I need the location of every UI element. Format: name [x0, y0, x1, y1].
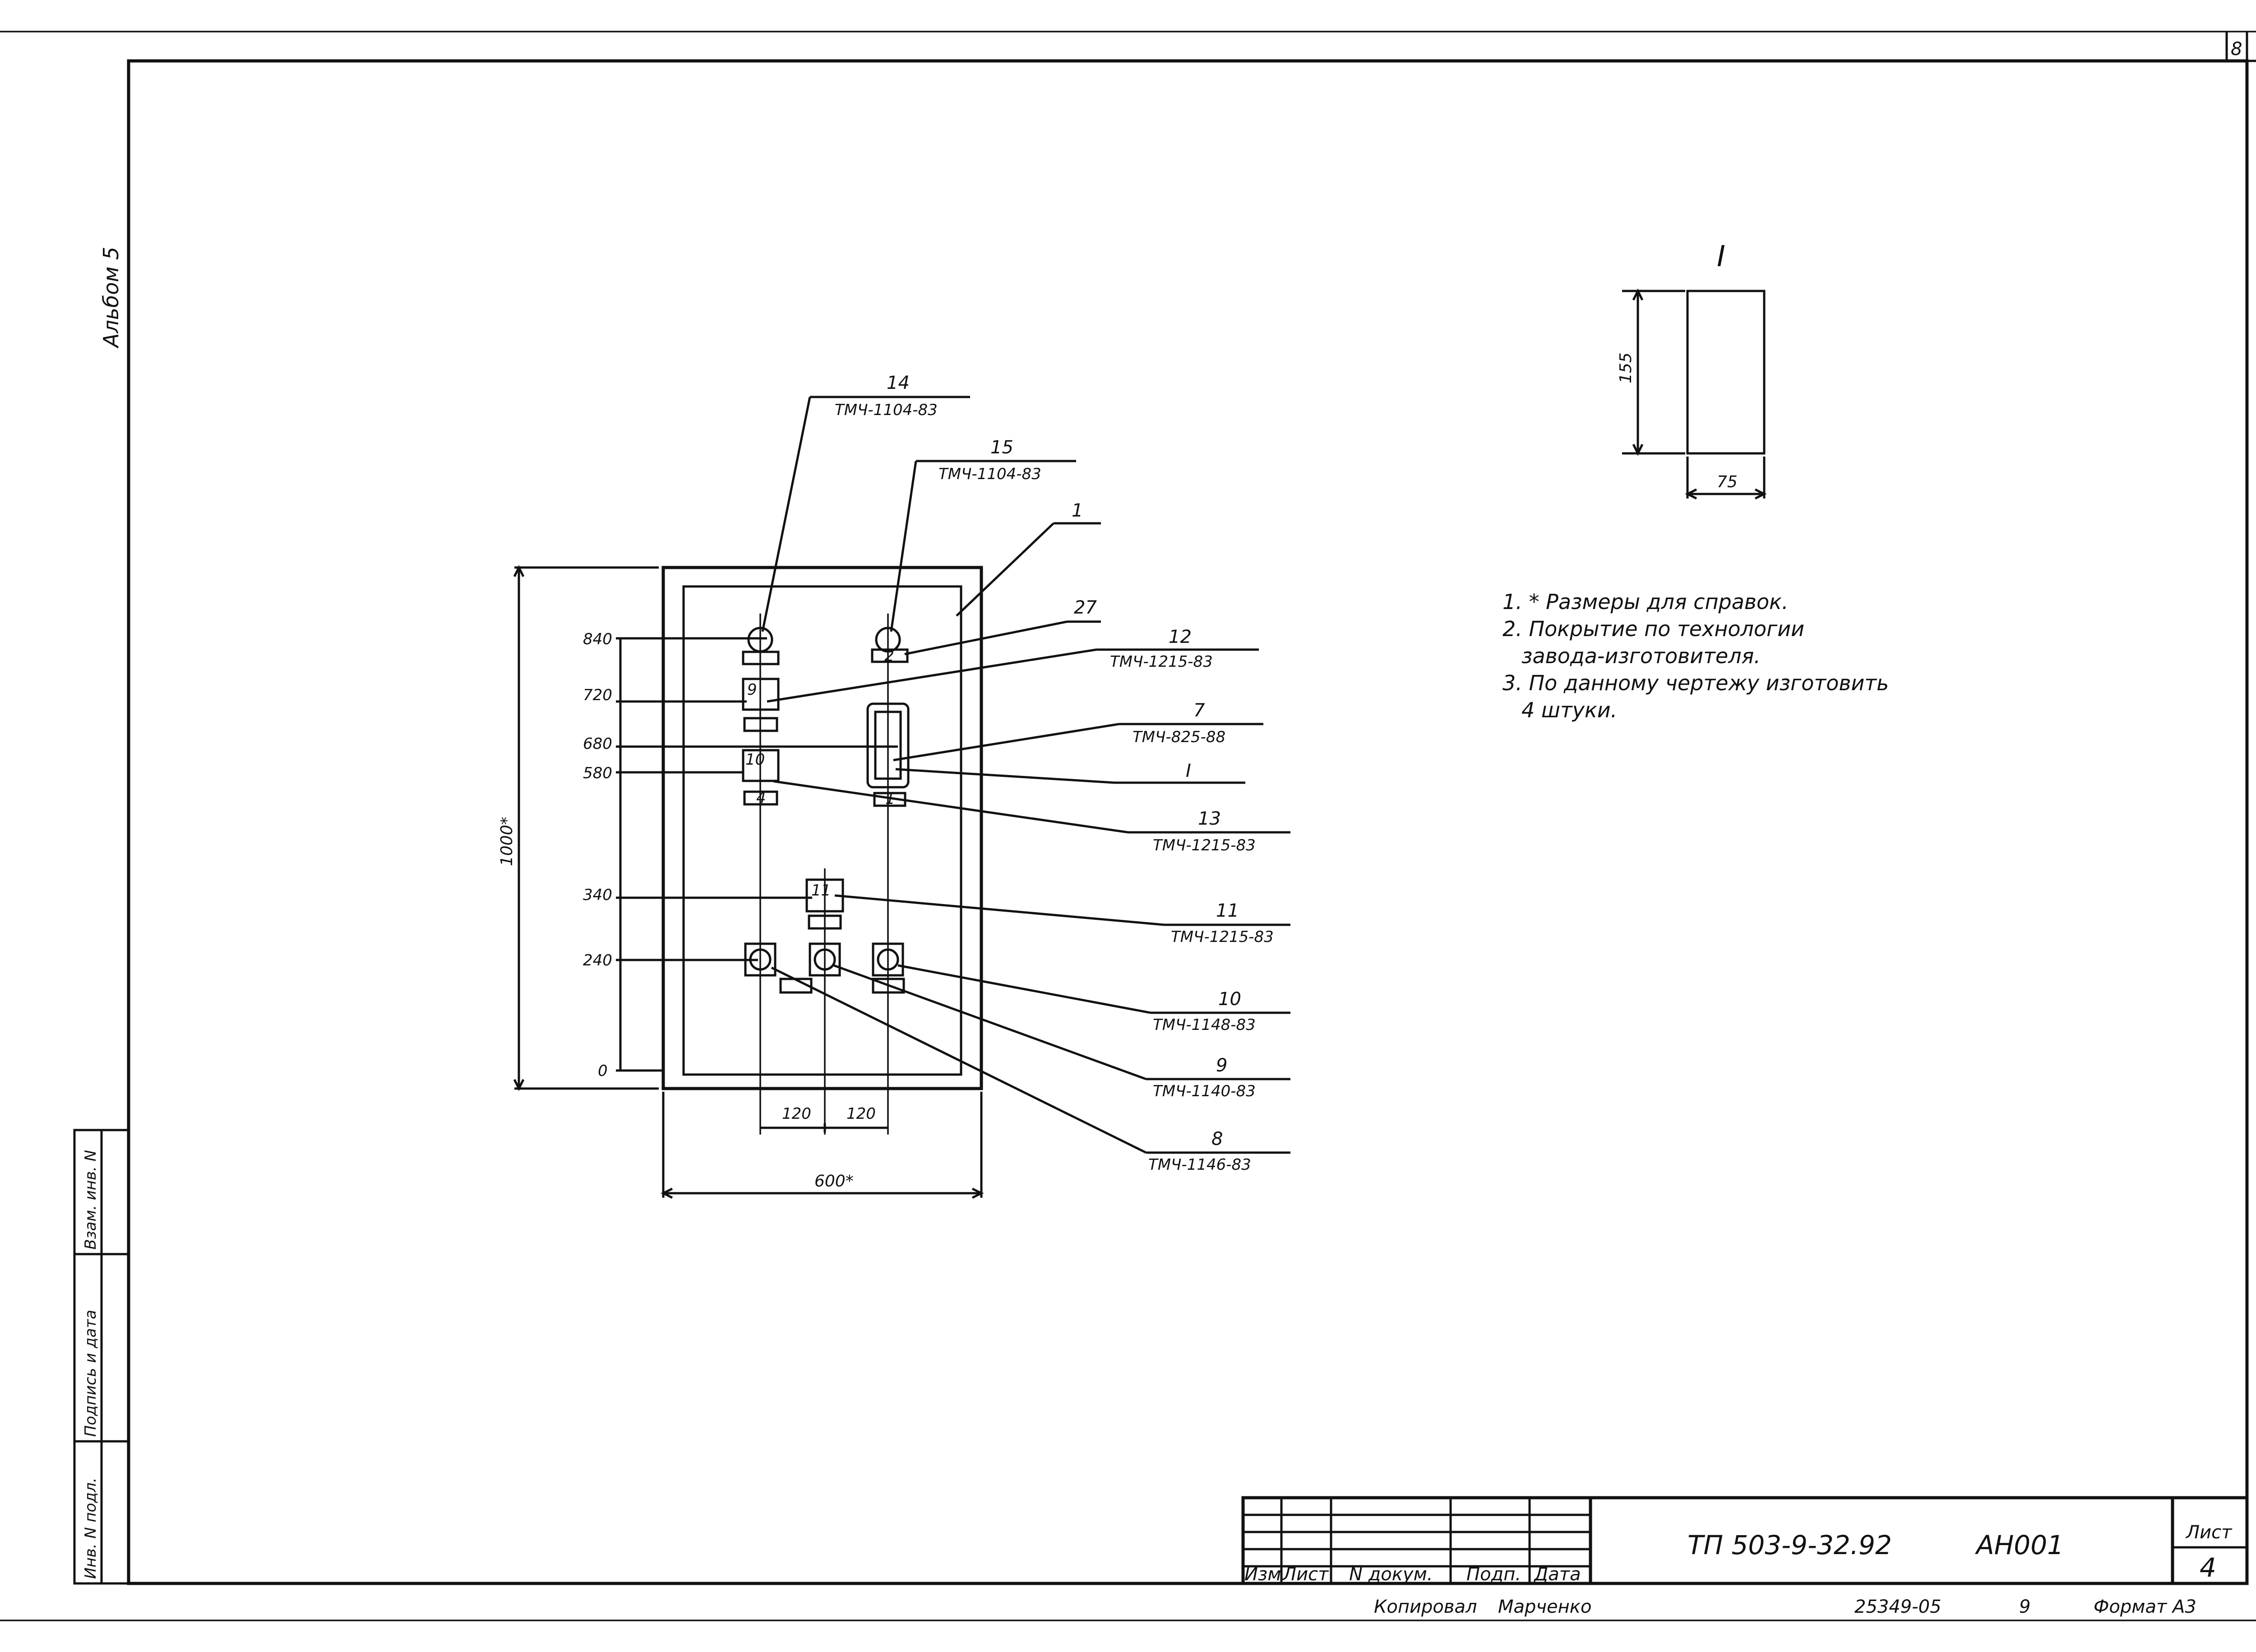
- sheet-number: 4: [2200, 1552, 2216, 1583]
- callout-14-pos: 14: [887, 373, 910, 393]
- note-line-5: 4 штуки.: [1521, 698, 1617, 722]
- side-stamp-replace-inv: Взам. инв. N: [82, 1150, 100, 1250]
- level-label-0: 0: [598, 1062, 608, 1080]
- callout-15-code: ТМЧ-1104-83: [938, 465, 1041, 483]
- tb-header-sheet: Лист: [1282, 1564, 1329, 1585]
- tb-header-doc-number: N докум.: [1349, 1564, 1433, 1585]
- column-spacing-dimension: [760, 1123, 888, 1132]
- sheet-frame: [0, 31, 2256, 1621]
- button-10: [744, 942, 777, 977]
- footer-order-extra: 9: [2019, 1597, 2030, 1617]
- footer-order-number: 25349-05: [1854, 1597, 1942, 1617]
- document-suffix: АН001: [1974, 1530, 2064, 1560]
- detail-height-label: 155: [1617, 352, 1635, 383]
- label-box-4: 4: [756, 789, 766, 807]
- title-block-grid: [1241, 1496, 2249, 1585]
- label-box-11: 11: [811, 881, 831, 900]
- callout-10-pos: 10: [1218, 989, 1241, 1010]
- tb-header-change: Изм: [1244, 1564, 1281, 1585]
- callout-9-pos: 9: [1216, 1055, 1227, 1076]
- level-dimension-chain: [616, 637, 898, 1072]
- footer-copied-by: Копировал: [1374, 1597, 1477, 1617]
- column-center-lines: [759, 614, 889, 1135]
- level-label-840: 840: [583, 630, 612, 648]
- device-7: [866, 702, 910, 807]
- callout-8-code: ТМЧ-1146-83: [1148, 1156, 1251, 1174]
- callout-15-pos: 15: [990, 437, 1013, 458]
- note-line-2: 2. Покрытие по технологии: [1502, 617, 1804, 641]
- switch-12: [742, 678, 780, 732]
- level-label-340: 340: [583, 886, 612, 904]
- album-label: Альбом 5: [99, 247, 123, 349]
- callout-1-pos: 1: [1072, 500, 1083, 521]
- document-code: ТП 503-9-32.92: [1687, 1530, 1892, 1560]
- panel-outline: [661, 566, 983, 1090]
- callout-7-code: ТМЧ-825-88: [1133, 728, 1225, 746]
- footer-copier-name: Марченко: [1498, 1597, 1591, 1617]
- detail-width-label: 75: [1717, 473, 1738, 491]
- side-stamp-inv-number: Инв. N подл.: [82, 1477, 100, 1579]
- switch-13: [742, 749, 780, 806]
- callout-27-pos: 27: [1074, 597, 1097, 618]
- button-9: [809, 942, 841, 977]
- callout-10-code: ТМЧ-1148-83: [1153, 1016, 1256, 1034]
- spacing-label-left: 120: [782, 1105, 811, 1123]
- tb-header-signature: Подп.: [1466, 1564, 1521, 1585]
- spacing-label-right: 120: [846, 1105, 876, 1123]
- level-label-720: 720: [583, 686, 612, 704]
- callout-12-pos: 12: [1169, 627, 1192, 647]
- width-label: 600*: [814, 1172, 854, 1191]
- note-line-3: завода-изготовителя.: [1521, 644, 1761, 668]
- note-line-4: 3. По данному чертежу изготовить: [1502, 671, 1889, 695]
- callout-detail-I: I: [1186, 761, 1191, 781]
- callout-13-code: ТМЧ-1215-83: [1153, 836, 1256, 854]
- label-box-10: 10: [745, 751, 765, 769]
- width-dimension: [661, 1092, 984, 1199]
- callout-9-code: ТМЧ-1140-83: [1153, 1082, 1256, 1100]
- callout-13-pos: 13: [1198, 808, 1221, 829]
- footer-format: Формат А3: [2094, 1597, 2196, 1617]
- label-box-9: 9: [747, 681, 757, 699]
- callout-7-pos: 7: [1193, 700, 1205, 721]
- button-8: [872, 942, 904, 977]
- level-label-680: 680: [583, 735, 612, 753]
- detail-view: [1622, 288, 1767, 500]
- sheet-corner-mark: 8: [2231, 39, 2242, 60]
- lamp-15: [871, 627, 909, 663]
- height-label: 1000*: [498, 817, 516, 866]
- side-stamp-signature-date: Подпись и дата: [82, 1310, 100, 1437]
- callout-11-pos: 11: [1216, 900, 1239, 921]
- callout-12-code: ТМЧ-1215-83: [1110, 653, 1213, 671]
- leader-lines: [761, 396, 1290, 1154]
- callout-8-pos: 8: [1211, 1129, 1223, 1149]
- note-line-1: 1. * Размеры для справок.: [1502, 590, 1789, 614]
- label-box-2: 2: [884, 647, 894, 665]
- callout-14-code: ТМЧ-1104-83: [835, 401, 938, 419]
- detail-label: I: [1717, 240, 1725, 273]
- sheet-label: Лист: [2185, 1522, 2233, 1543]
- tb-header-date: Дата: [1533, 1564, 1581, 1585]
- lamp-14: [742, 627, 780, 665]
- callout-11-code: ТМЧ-1215-83: [1171, 928, 1274, 946]
- level-label-240: 240: [583, 951, 612, 969]
- side-stamp: [73, 1129, 130, 1585]
- level-label-580: 580: [583, 764, 612, 782]
- height-dimension: [513, 565, 659, 1091]
